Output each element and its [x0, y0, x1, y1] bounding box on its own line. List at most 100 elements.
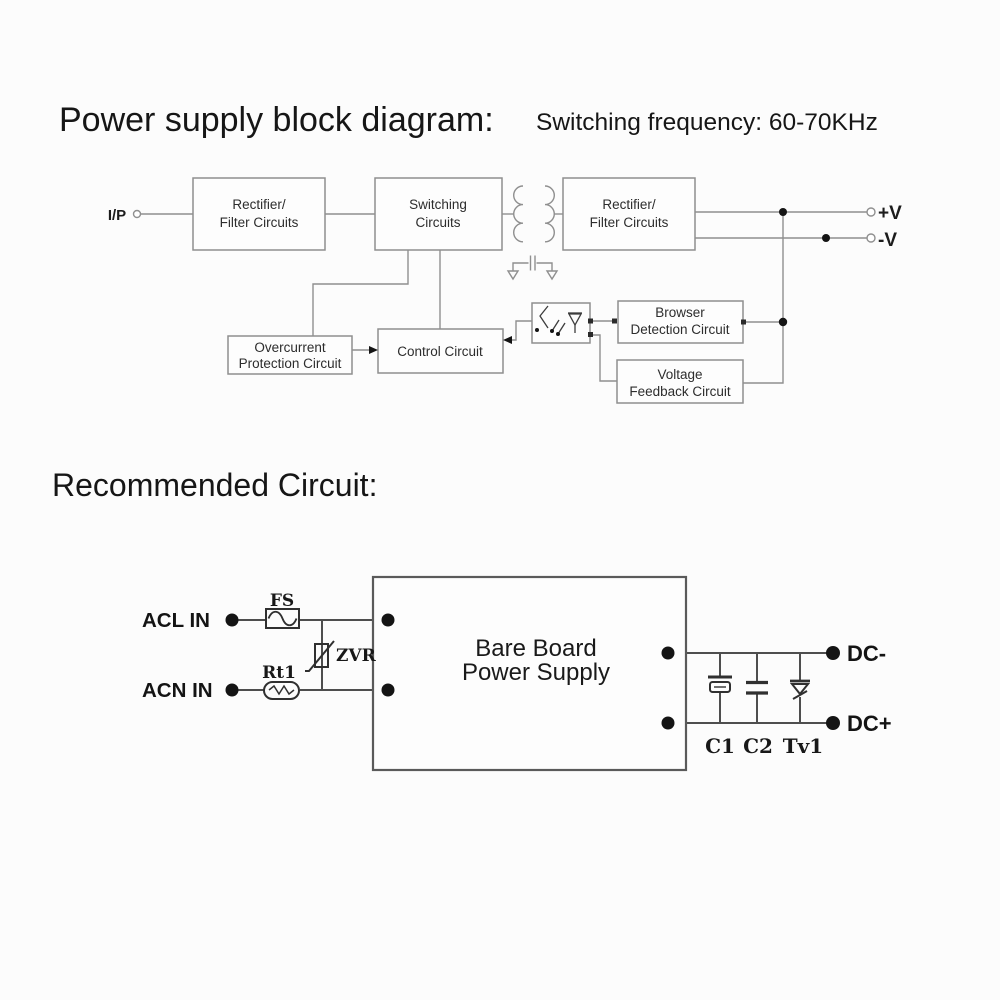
- block-diagram-boxes: [192, 177, 744, 404]
- feedback-label-line2: Feedback Circuit: [629, 384, 731, 399]
- rectifier2-label-line1: Rectifier/: [602, 197, 656, 212]
- recommended-circuit-title: Recommended Circuit:: [52, 467, 377, 503]
- block-diagram-labels: I/P Rectifier/ Filter Circuits Switching…: [108, 197, 902, 399]
- voltage-feedback-box: [616, 359, 744, 404]
- control-box: [377, 328, 504, 374]
- bare-board-label-line1: Bare Board: [475, 635, 596, 662]
- rectifier1-box: [192, 177, 326, 251]
- browser-terminal-left: [612, 318, 617, 324]
- thermistor-zigzag: [268, 684, 295, 696]
- opto-light-arrow-1: [551, 319, 560, 332]
- wire-opto-feedback: [590, 334, 617, 382]
- positive-output-label: +V: [878, 203, 902, 224]
- browser-label-line2: Detection Circuit: [630, 322, 729, 337]
- acn-terminal-dot: [225, 683, 239, 697]
- rectifier1-label-line2: Filter Circuits: [220, 215, 299, 230]
- junction-dot-sense: [778, 317, 788, 327]
- optocoupler-icon: [535, 305, 583, 336]
- tvs-triangle: [789, 683, 811, 696]
- transformer-secondary-winding: [544, 185, 555, 243]
- junction-dot-positive: [779, 208, 787, 216]
- feedback-label-line1: Voltage: [657, 367, 702, 382]
- overcurrent-box: [227, 335, 353, 375]
- thermistor-label: Rt1: [262, 663, 296, 683]
- control-label: Control Circuit: [397, 344, 483, 359]
- opto-terminal-top: [588, 318, 593, 324]
- thermistor-body: [263, 681, 300, 700]
- fuse-label: FS: [270, 591, 294, 611]
- optocoupler-box: [531, 302, 591, 344]
- arrowhead-into-control-left: [369, 346, 378, 354]
- opto-dot-2: [550, 329, 554, 333]
- bare-board-box: [371, 575, 688, 772]
- cap2-label: C2: [743, 734, 773, 758]
- varistor-label: ZVR: [336, 646, 377, 666]
- box-input-dot-bottom: [381, 683, 395, 697]
- positive-terminal-circle: [866, 207, 876, 217]
- ground-icon-right: [545, 270, 559, 281]
- switching-label-line2: Circuits: [415, 215, 460, 230]
- fuse-wave: [267, 610, 298, 627]
- rectifier2-box: [562, 177, 696, 251]
- ground-capacitor-icon: [506, 255, 559, 281]
- ground-icon-left: [506, 270, 520, 281]
- junction-dot-negative: [822, 234, 830, 242]
- wire-switching-overcurrent: [312, 250, 409, 336]
- arrowhead-into-control-right: [503, 336, 512, 344]
- varistor-body: [314, 643, 329, 668]
- page-title: Power supply block diagram:: [59, 101, 494, 139]
- dc-negative-label: DC-: [847, 641, 886, 666]
- ycap-wire: [512, 262, 553, 271]
- opto-transistor: [539, 305, 549, 329]
- fuse-body: [265, 608, 300, 629]
- transformer-primary-winding: [513, 185, 524, 243]
- tvs-label: Tv1: [783, 734, 823, 758]
- dc-positive-label: DC+: [847, 711, 892, 736]
- opto-dot-3: [556, 332, 560, 336]
- switching-box: [374, 177, 503, 251]
- switching-frequency-label: Switching frequency: 60-70KHz: [536, 109, 878, 136]
- thermistor-icon: [263, 681, 300, 700]
- opto-light-arrow-2: [557, 322, 566, 335]
- ycap-plates: [529, 255, 536, 271]
- fuse-icon: [265, 608, 300, 629]
- wire-feedback-sense: [743, 212, 784, 384]
- box-output-dot-top: [661, 646, 675, 660]
- cap2-plates: [746, 680, 768, 695]
- dc-negative-terminal-dot: [826, 646, 840, 660]
- input-terminal-circle: [132, 209, 142, 219]
- bare-board-label-line2: Power Supply: [462, 659, 610, 686]
- negative-terminal-circle: [866, 233, 876, 243]
- circuit-terminals: [225, 613, 840, 730]
- circuit-labels: ACL IN ACN IN FS Rt1 ZVR Bare Board Powe…: [142, 591, 892, 758]
- browser-label-line1: Browser: [655, 305, 705, 320]
- tvs-diode-icon: [789, 679, 811, 700]
- tvs-strike: [792, 690, 808, 700]
- browser-detection-box: [617, 300, 744, 344]
- rectifier2-label-line2: Filter Circuits: [590, 215, 669, 230]
- opto-dot-1: [535, 328, 539, 332]
- capacitor-c1-icon: [708, 675, 732, 693]
- overcurrent-label-line2: Protection Circuit: [239, 356, 342, 371]
- wire-opto-control: [512, 320, 532, 341]
- acl-in-label: ACL IN: [142, 609, 210, 632]
- capacitor-c2-icon: [746, 680, 768, 695]
- overcurrent-label-line1: Overcurrent: [254, 340, 326, 355]
- transformer-icon: [513, 185, 555, 243]
- box-output-dot-bottom: [661, 716, 675, 730]
- negative-output-label: -V: [878, 230, 897, 251]
- dc-positive-terminal-dot: [826, 716, 840, 730]
- input-label: I/P: [108, 207, 126, 224]
- varistor-strike: [305, 640, 335, 672]
- opto-terminal-bottom: [588, 332, 593, 337]
- acl-terminal-dot: [225, 613, 239, 627]
- box-input-dot-top: [381, 613, 395, 627]
- varistor-icon: [305, 640, 335, 672]
- cap1-plate-bottom: [709, 681, 731, 693]
- block-diagram-junctions: [132, 207, 876, 354]
- rectifier1-label-line1: Rectifier/: [232, 197, 286, 212]
- browser-terminal-right: [741, 319, 746, 325]
- opto-diode-triangle: [567, 313, 583, 327]
- acn-in-label: ACN IN: [142, 679, 213, 702]
